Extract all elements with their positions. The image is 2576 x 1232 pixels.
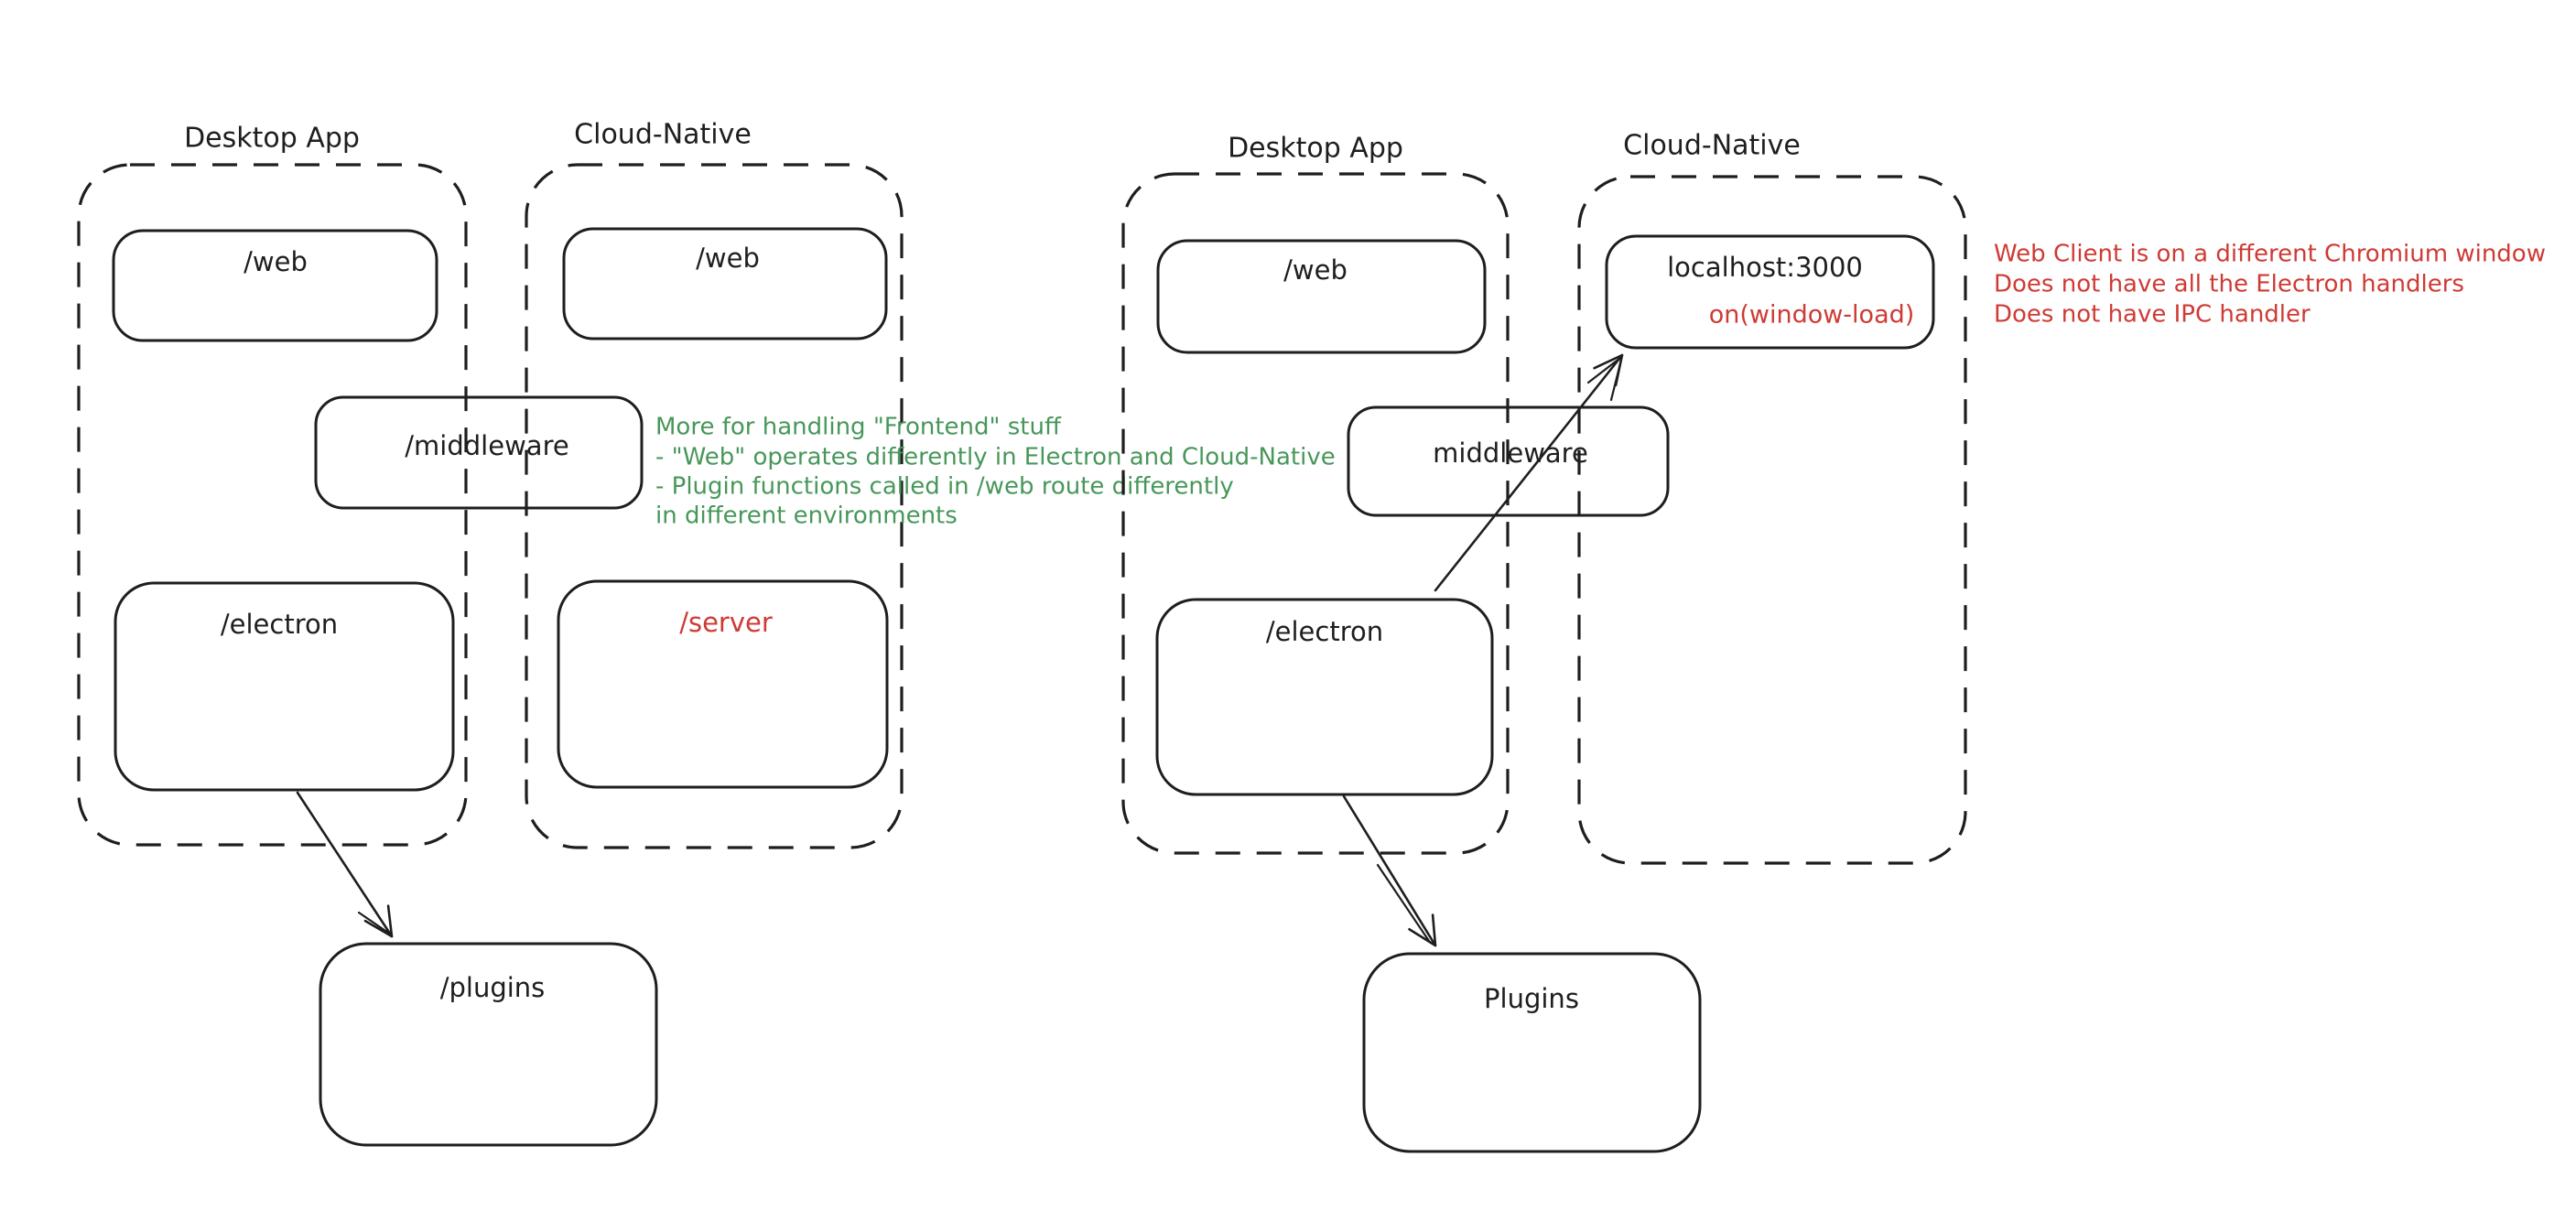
right-middleware-label: middleware	[1433, 438, 1588, 469]
left-desktop-web-box	[112, 229, 438, 342]
arrow-sketch-stroke	[1586, 356, 1622, 384]
left-desktop-container	[77, 163, 468, 847]
right-cloud-title: Cloud-Native	[1623, 130, 1801, 162]
localhost-label: localhost:3000	[1667, 252, 1863, 283]
left-cloud-container	[525, 163, 904, 849]
green-note-line: - Plugin functions called in /web route …	[655, 473, 1234, 501]
right-desktop-web-label: /web	[1283, 254, 1348, 286]
left-middleware-label: /middleware	[405, 430, 568, 461]
right-plugins-box	[1362, 952, 1702, 1153]
electron-to-plugins-arrow-left	[296, 791, 394, 938]
right-diagram: Desktop App Cloud-Native /web localhost:…	[1121, 130, 2546, 1153]
right-cloud-container	[1577, 175, 1967, 865]
left-cloud-web-box	[562, 227, 888, 340]
right-desktop-web-box	[1156, 239, 1487, 354]
localhost-box	[1605, 234, 1935, 350]
arrow-sketch-stroke	[1376, 863, 1431, 943]
left-cloud-title: Cloud-Native	[574, 119, 752, 151]
green-note-line: - "Web" operates differently in Electron…	[655, 444, 1336, 471]
left-cloud-web-label: /web	[696, 243, 760, 274]
right-plugins-label: Plugins	[1484, 983, 1579, 1014]
right-electron-box	[1155, 598, 1494, 796]
left-electron-label: /electron	[221, 609, 338, 640]
electron-to-plugins-arrow-right	[1342, 794, 1437, 947]
arrow-sketch-stroke	[1609, 358, 1623, 402]
green-note-line: More for handling "Frontend" stuff	[655, 414, 1062, 441]
green-note-line: in different environments	[655, 503, 958, 530]
right-electron-label: /electron	[1266, 616, 1383, 647]
right-desktop-container	[1121, 172, 1510, 855]
left-diagram: Desktop App Cloud-Native /web /web /midd…	[77, 119, 1336, 1147]
left-middleware-box	[314, 395, 644, 510]
red-note-line: Does not have all the Electron handlers	[1994, 271, 2464, 298]
left-electron-box	[114, 581, 455, 792]
red-note-line: Web Client is on a different Chromium wi…	[1994, 241, 2546, 268]
right-middleware-box	[1347, 405, 1670, 517]
left-desktop-web-label: /web	[244, 246, 308, 277]
left-desktop-title: Desktop App	[184, 123, 360, 155]
green-note: More for handling "Frontend" stuff - "We…	[655, 414, 1336, 530]
left-server-box	[557, 579, 889, 789]
on-window-load-label: on(window-load)	[1709, 301, 1915, 330]
left-plugins-label: /plugins	[440, 972, 546, 1003]
right-desktop-title: Desktop App	[1228, 133, 1403, 165]
red-note: Web Client is on a different Chromium wi…	[1994, 241, 2546, 329]
red-note-line: Does not have IPC handler	[1994, 301, 2311, 329]
electron-to-localhost-arrow	[1434, 353, 1624, 592]
arrow-sketch-stroke	[357, 911, 393, 936]
left-server-label: /server	[679, 607, 773, 638]
left-plugins-box	[319, 942, 658, 1147]
